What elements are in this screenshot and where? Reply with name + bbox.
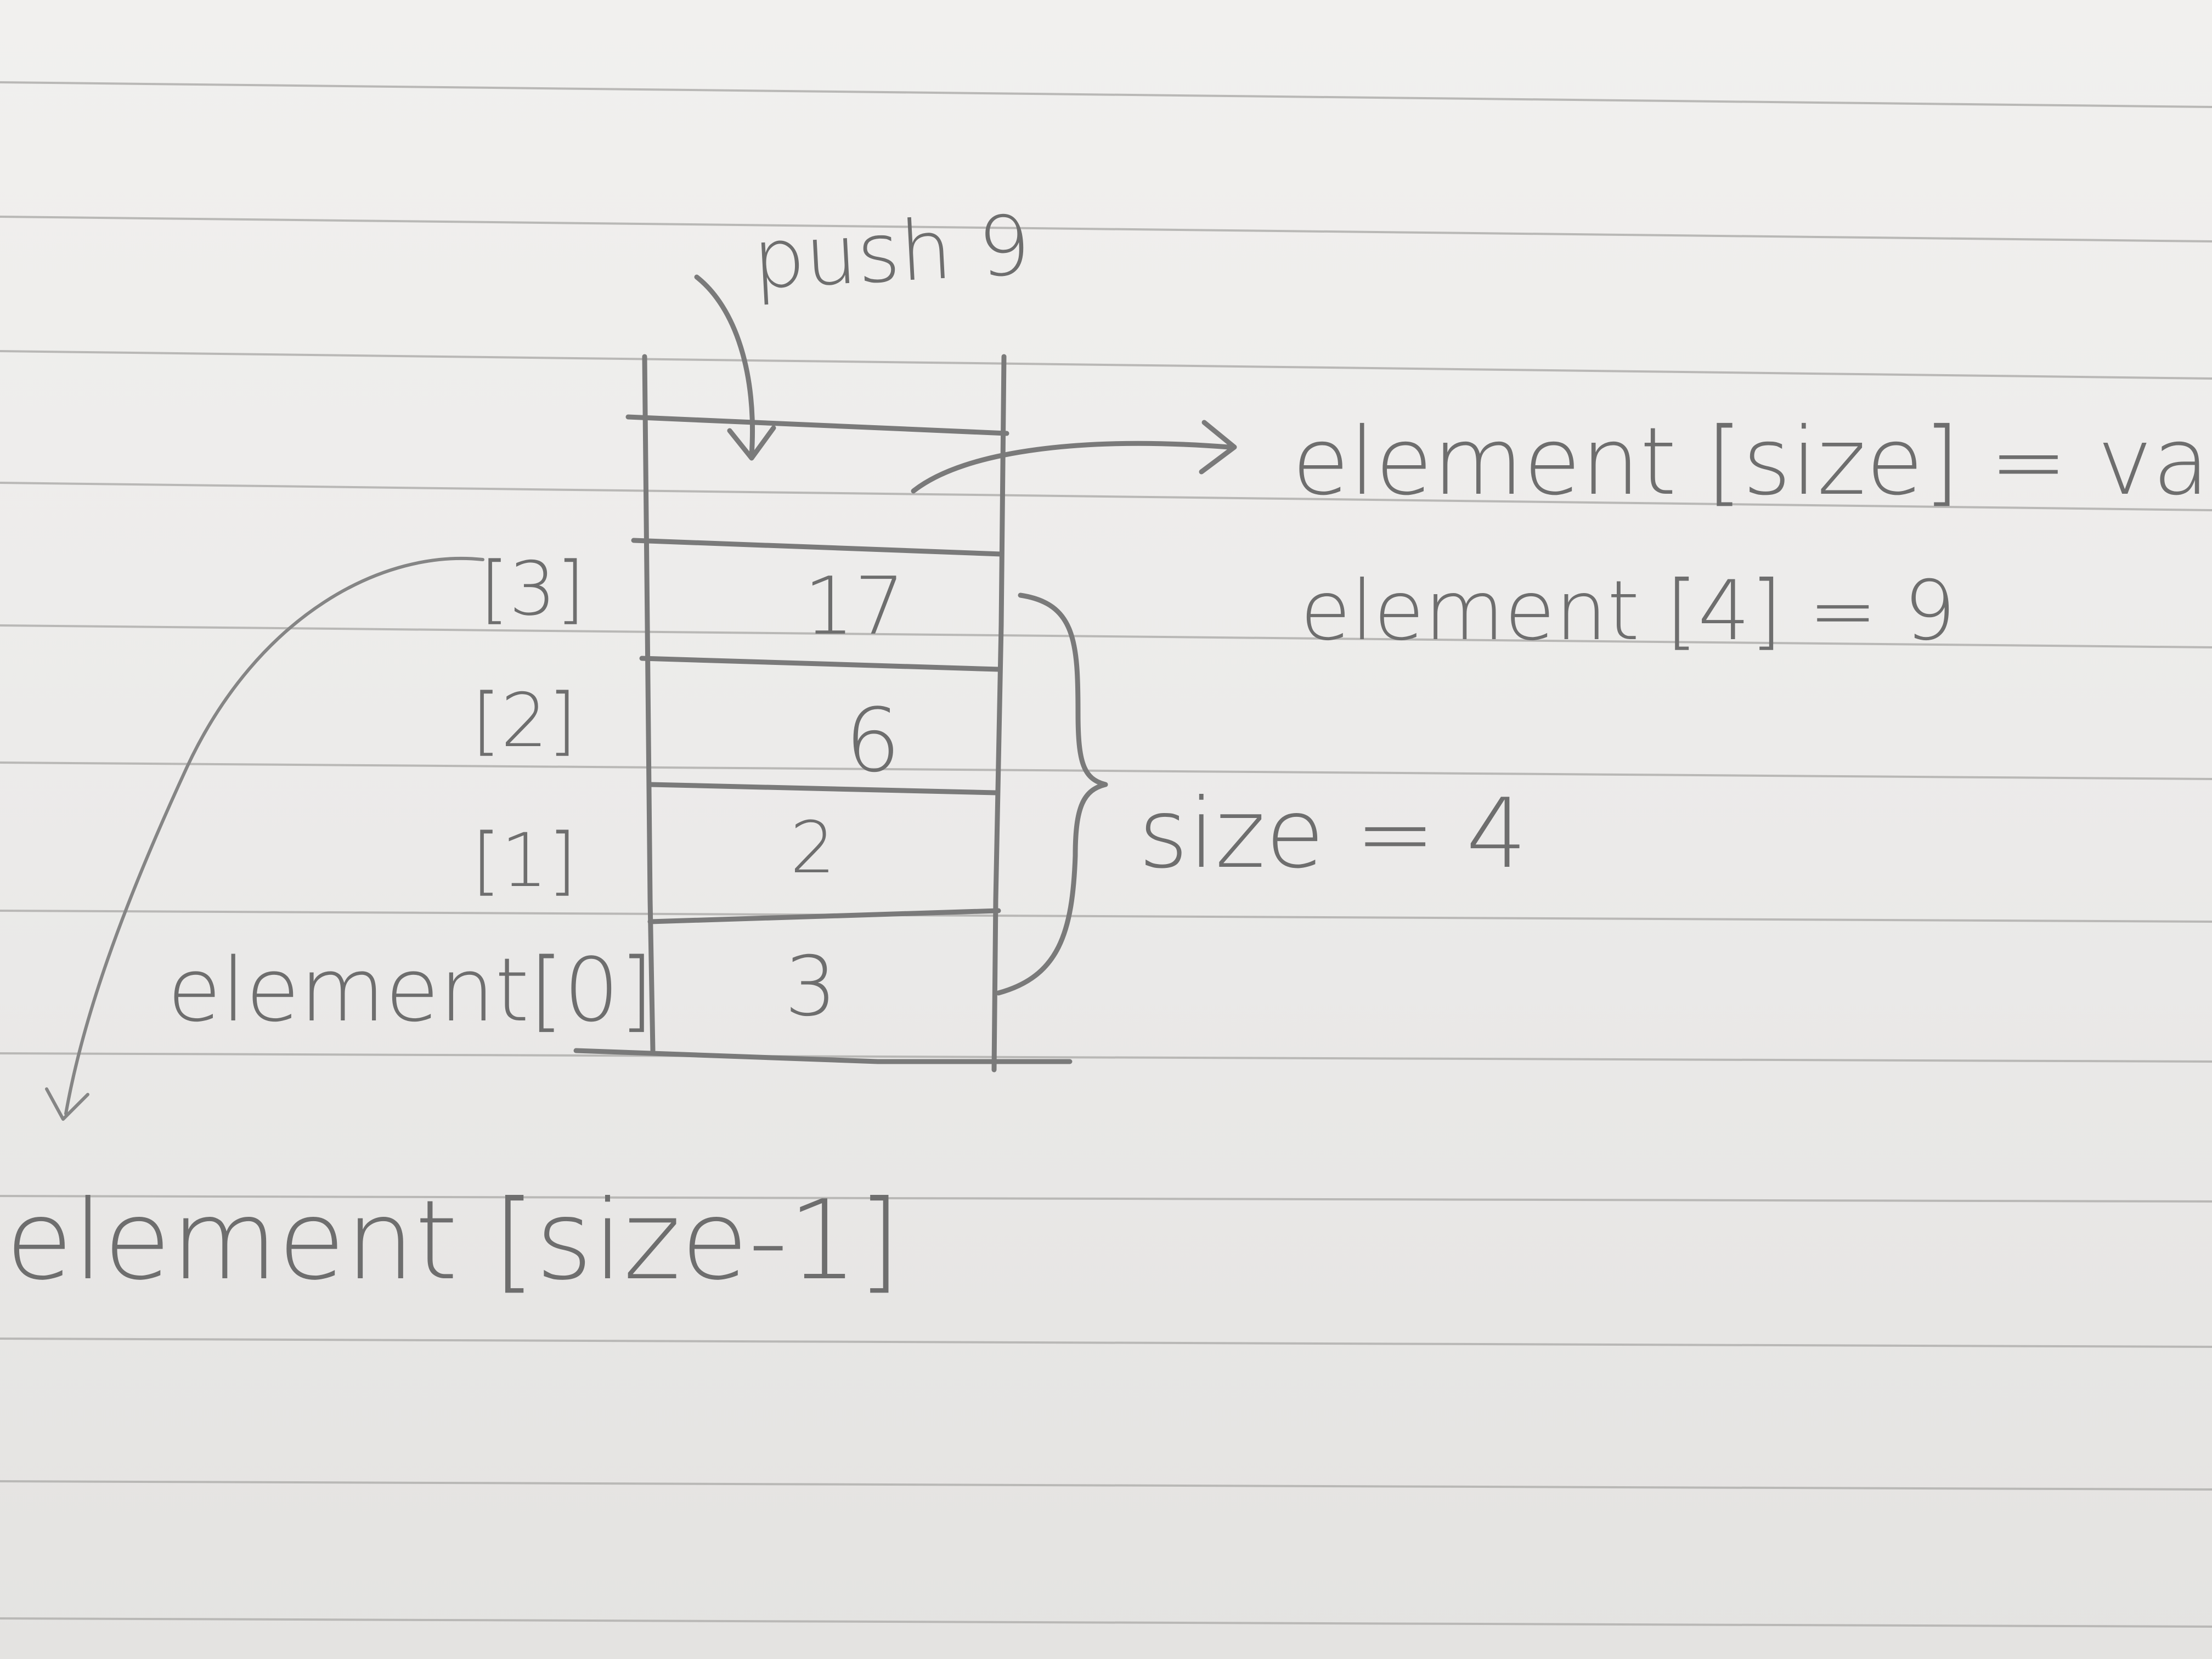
index-label-2: [2] <box>472 678 577 764</box>
stack-box <box>573 354 1073 1073</box>
stack-value-3: 17 <box>804 560 905 653</box>
push-arrow <box>694 274 776 461</box>
stack-divider-2 <box>639 656 1001 672</box>
index-label-3: [3] <box>480 546 585 632</box>
assignment-arrow <box>911 420 1237 494</box>
stack-value-2: 6 <box>845 689 901 792</box>
assignment-general-label: element [size] = value <box>1292 408 2212 516</box>
assignment-specific-label: element [4] = 9 <box>1300 563 1956 659</box>
top-element-arrow <box>45 556 484 1121</box>
stack-slot-top <box>625 414 1009 436</box>
size-brace <box>996 592 1108 996</box>
stack-divider-3 <box>631 538 1004 557</box>
stack-value-0: 3 <box>785 939 837 1035</box>
push-label: push 9 <box>751 198 1033 308</box>
index-label-1: [1] <box>472 817 577 904</box>
top-element-label: element [size-1] <box>5 1177 901 1305</box>
ruled-lines <box>0 81 2212 1628</box>
index-label-0: element[0] <box>167 939 653 1041</box>
stack-divider-1 <box>647 782 998 795</box>
stack-divider-0 <box>647 908 1001 924</box>
stack-value-1: 2 <box>790 806 836 889</box>
size-label: size = 4 <box>1138 778 1527 890</box>
